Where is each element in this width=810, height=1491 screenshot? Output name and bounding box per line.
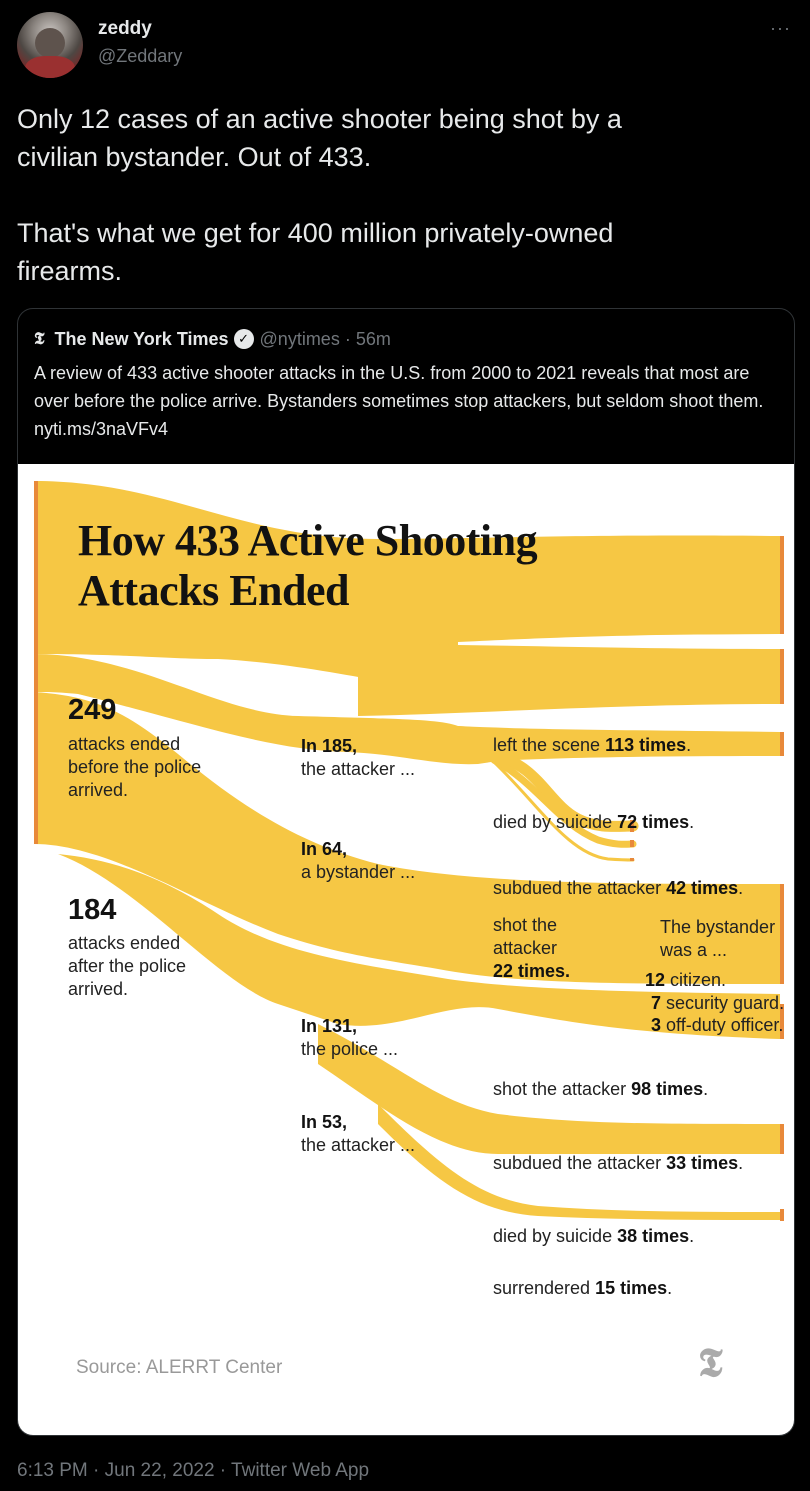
outcome-surrendered: surrendered 15 times. bbox=[493, 1278, 673, 1298]
label-in131: In 131,the police ... bbox=[301, 1016, 399, 1059]
count-after: 184 bbox=[68, 894, 117, 926]
tweet-timestamp[interactable]: 6:13 PM · Jun 22, 2022 · Twitter Web App bbox=[17, 1460, 370, 1481]
chart-image[interactable]: How 433 Active Shooting Attacks Ended 24… bbox=[18, 464, 794, 1435]
quoted-handle-time: @nytimes · 56m bbox=[259, 328, 391, 349]
nyt-avatar-icon[interactable]: 𝕿 bbox=[34, 329, 45, 349]
sankey-diagram bbox=[34, 481, 784, 1221]
chart-title-line2: Attacks Ended bbox=[78, 566, 350, 615]
chart-title: How 433 Active Shooting Attacks Ended bbox=[78, 516, 538, 616]
outcome-suicide-before: died by suicide 72 times. bbox=[493, 812, 695, 832]
quoted-tweet-text: A review of 433 active shooter attacks i… bbox=[34, 363, 764, 439]
label-in185: In 185,the attacker ... bbox=[301, 736, 416, 779]
nyt-logo-icon: 𝕿 bbox=[698, 1339, 723, 1386]
outcome-police-subdued: subdued the attacker 33 times. bbox=[493, 1153, 744, 1173]
tweet-header: zeddy @Zeddary ··· bbox=[0, 0, 810, 90]
count-before: 249 bbox=[68, 694, 117, 726]
quoted-author-name[interactable]: The New York Times bbox=[54, 328, 229, 349]
desc-before: attacks ended before the police arrived. bbox=[68, 734, 202, 800]
outcome-police-shot: shot the attacker 98 times. bbox=[493, 1079, 709, 1099]
outcome-left-scene: left the scene 113 times. bbox=[493, 735, 692, 755]
outcome-bystander-subdued: subdued the attacker 42 times. bbox=[493, 878, 744, 898]
bystander-off-duty-officer: 3 off-duty officer. bbox=[651, 1015, 784, 1035]
label-in64: In 64,a bystander ... bbox=[301, 839, 416, 882]
verified-badge-icon: ✓ bbox=[233, 329, 254, 349]
desc-after: attacks ended after the police arrived. bbox=[68, 933, 187, 999]
chart-source: Source: ALERRT Center bbox=[76, 1357, 283, 1378]
label-in53: In 53,the attacker ... bbox=[301, 1112, 416, 1155]
bystander-security-guard: 7 security guard. bbox=[651, 993, 785, 1013]
quoted-tweet[interactable]: 𝕿 The New York Times ✓ @nytimes · 56m A … bbox=[17, 308, 795, 1436]
avatar[interactable] bbox=[17, 12, 83, 78]
outcome-suicide-after: died by suicide 38 times. bbox=[493, 1226, 695, 1246]
quoted-tweet-header: 𝕿 The New York Times ✓ @nytimes · 56m bbox=[34, 327, 391, 351]
author-handle[interactable]: @Zeddary bbox=[98, 46, 183, 66]
more-options-icon[interactable]: ··· bbox=[770, 18, 791, 38]
author-display-name[interactable]: zeddy bbox=[98, 18, 152, 39]
chart-title-line1: How 433 Active Shooting bbox=[78, 516, 538, 565]
bystander-citizen: 12 citizen. bbox=[645, 970, 727, 990]
tweet-text: Only 12 cases of an active shooter being… bbox=[17, 104, 622, 286]
